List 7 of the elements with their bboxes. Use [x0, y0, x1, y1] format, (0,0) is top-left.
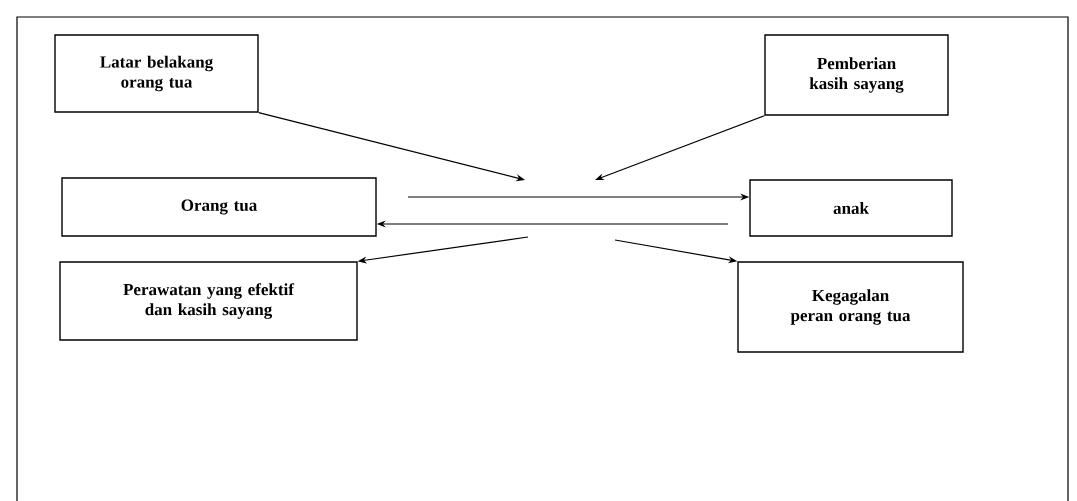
text-box: Kegagalan peran orang tua: [737, 261, 964, 353]
text-box: Pemberian kasih sayang: [764, 34, 949, 116]
text-box: anak: [749, 179, 953, 237]
text-box: Perawatan yang efektif dan kasih sayang: [59, 261, 358, 341]
text-box: Latar belakang orang tua: [54, 34, 259, 113]
arrow: [595, 115, 765, 181]
text-box: Orang tua: [61, 177, 377, 237]
